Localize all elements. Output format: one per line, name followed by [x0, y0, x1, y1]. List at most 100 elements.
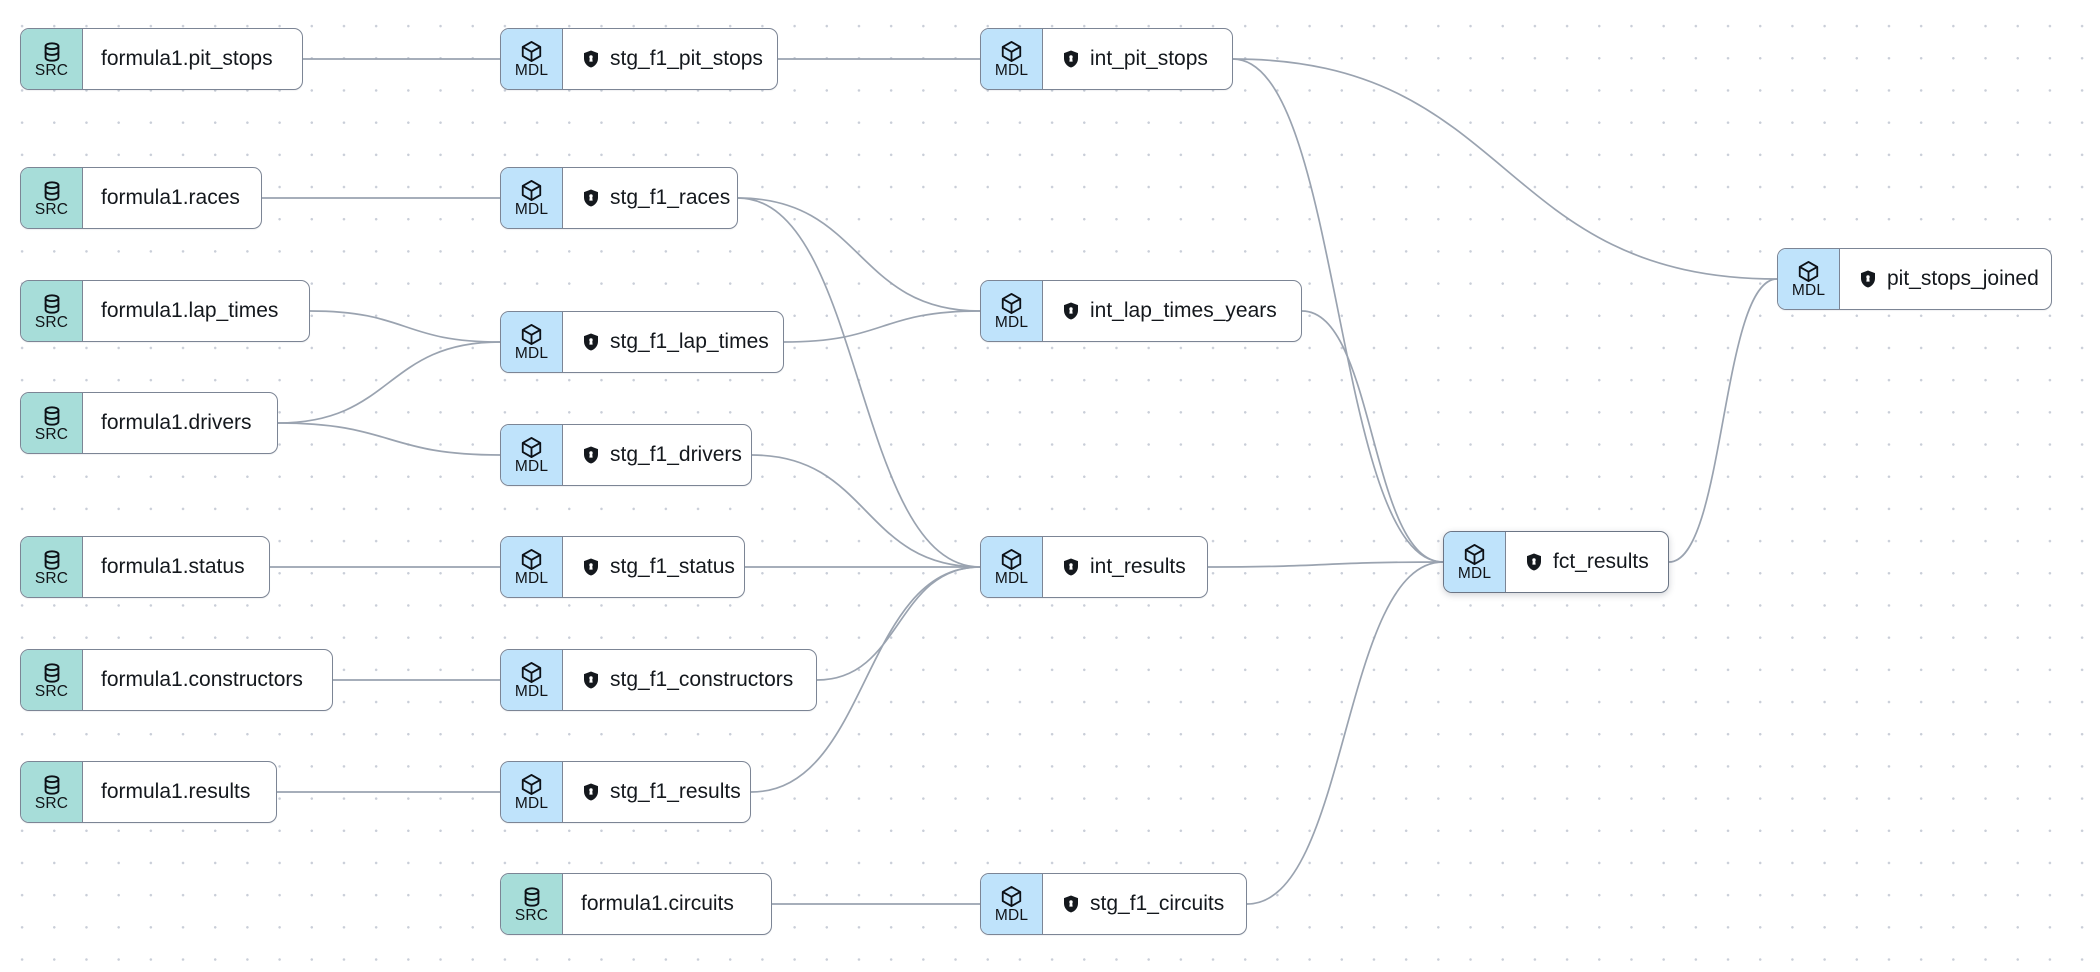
cube-icon: [1001, 549, 1022, 570]
graph-node-stg_drivers[interactable]: MDL stg_f1_drivers: [500, 424, 752, 486]
node-type-label: MDL: [994, 907, 1029, 924]
node-label: formula1.races: [101, 186, 240, 209]
node-body: int_pit_stops: [1043, 29, 1232, 89]
shield-lock-icon-wrap: [1524, 552, 1544, 572]
shield-lock-icon-wrap: [1061, 894, 1081, 914]
node-body: formula1.constructors: [83, 650, 332, 710]
node-label: stg_f1_results: [610, 780, 741, 803]
graph-node-stg_constructors[interactable]: MDL stg_f1_constructors: [500, 649, 817, 711]
edge-stg_constructors-to-int_results: [816, 566, 981, 681]
edge-src_drivers-to-stg_drivers: [277, 422, 501, 456]
graph-node-stg_status[interactable]: MDL stg_f1_status: [500, 536, 745, 598]
shield-lock-icon-wrap: [1061, 49, 1081, 69]
node-label: stg_f1_circuits: [1090, 892, 1225, 915]
node-type-badge-mdl: MDL: [501, 425, 563, 485]
database-icon: [44, 405, 59, 426]
node-type-label: MDL: [994, 62, 1029, 79]
cube-icon: [521, 324, 542, 345]
shield-lock-icon-wrap: [581, 188, 601, 208]
graph-node-src_races[interactable]: SRC formula1.races: [20, 167, 262, 229]
shield-lock-icon-wrap: [581, 445, 601, 465]
node-type-badge-src: SRC: [21, 168, 83, 228]
cube-icon: [521, 41, 542, 62]
node-label: formula1.lap_times: [101, 299, 279, 322]
shield-lock-icon: [584, 50, 598, 68]
node-type-badge-mdl: MDL: [501, 762, 563, 822]
node-body: formula1.lap_times: [83, 281, 309, 341]
node-type-label: MDL: [514, 570, 549, 587]
node-body: stg_f1_races: [563, 168, 737, 228]
node-label: int_pit_stops: [1090, 47, 1208, 70]
node-type-label: SRC: [34, 794, 69, 812]
graph-node-stg_results[interactable]: MDL stg_f1_results: [500, 761, 751, 823]
shield-lock-icon: [1527, 553, 1541, 571]
node-label: stg_f1_status: [610, 555, 735, 578]
shield-lock-icon: [584, 333, 598, 351]
database-icon: [44, 41, 59, 62]
shield-lock-icon-wrap: [1061, 301, 1081, 321]
shield-lock-icon: [1064, 558, 1078, 576]
node-body: formula1.drivers: [83, 393, 277, 453]
shield-lock-icon: [584, 558, 598, 576]
node-body: stg_f1_constructors: [563, 650, 816, 710]
edge-stg_circuits-to-fct_results: [1246, 561, 1444, 905]
node-body: int_lap_times_years: [1043, 281, 1301, 341]
node-body: formula1.results: [83, 762, 276, 822]
node-label: formula1.status: [101, 555, 245, 578]
graph-node-int_pit_stops[interactable]: MDL int_pit_stops: [980, 28, 1233, 90]
node-type-label: MDL: [514, 458, 549, 475]
cube-icon: [1001, 886, 1022, 907]
cube-icon: [1001, 293, 1022, 314]
database-icon: [44, 293, 59, 314]
cube-icon: [521, 437, 542, 458]
node-type-label: MDL: [514, 683, 549, 700]
node-body: pit_stops_joined: [1840, 249, 2051, 309]
shield-lock-icon: [584, 446, 598, 464]
node-body: int_results: [1043, 537, 1207, 597]
node-body: stg_f1_lap_times: [563, 312, 783, 372]
edge-fct_results-to-pit_stops_joined: [1668, 278, 1778, 563]
edge-src_drivers-to-stg_lap_times: [277, 341, 501, 424]
shield-lock-icon: [1064, 895, 1078, 913]
database-icon: [524, 886, 539, 907]
node-body: stg_f1_drivers: [563, 425, 751, 485]
node-type-badge-src: SRC: [21, 762, 83, 822]
node-type-badge-mdl: MDL: [981, 537, 1043, 597]
graph-node-int_results[interactable]: MDL int_results: [980, 536, 1208, 598]
graph-node-src_status[interactable]: SRC formula1.status: [20, 536, 270, 598]
shield-lock-icon-wrap: [581, 670, 601, 690]
node-type-badge-src: SRC: [21, 281, 83, 341]
database-icon: [44, 549, 59, 570]
edge-stg_lap_times-to-int_lap_times_years: [783, 310, 981, 343]
shield-lock-icon: [1064, 50, 1078, 68]
cube-icon: [521, 549, 542, 570]
node-body: stg_f1_status: [563, 537, 744, 597]
node-type-badge-mdl: MDL: [501, 29, 563, 89]
node-label: formula1.pit_stops: [101, 47, 273, 70]
node-type-badge-src: SRC: [21, 650, 83, 710]
node-label: int_results: [1090, 555, 1186, 578]
node-type-label: SRC: [34, 569, 69, 587]
node-body: fct_results: [1506, 532, 1668, 592]
node-label: formula1.results: [101, 780, 251, 803]
node-type-label: MDL: [514, 795, 549, 812]
node-type-badge-mdl: MDL: [501, 537, 563, 597]
graph-node-stg_circuits[interactable]: MDL stg_f1_circuits: [980, 873, 1247, 935]
graph-node-src_results[interactable]: SRC formula1.results: [20, 761, 277, 823]
node-label: stg_f1_constructors: [610, 668, 794, 691]
node-label: formula1.circuits: [581, 892, 734, 915]
node-type-badge-mdl: MDL: [1778, 249, 1840, 309]
graph-node-src_lap_times[interactable]: SRC formula1.lap_times: [20, 280, 310, 342]
